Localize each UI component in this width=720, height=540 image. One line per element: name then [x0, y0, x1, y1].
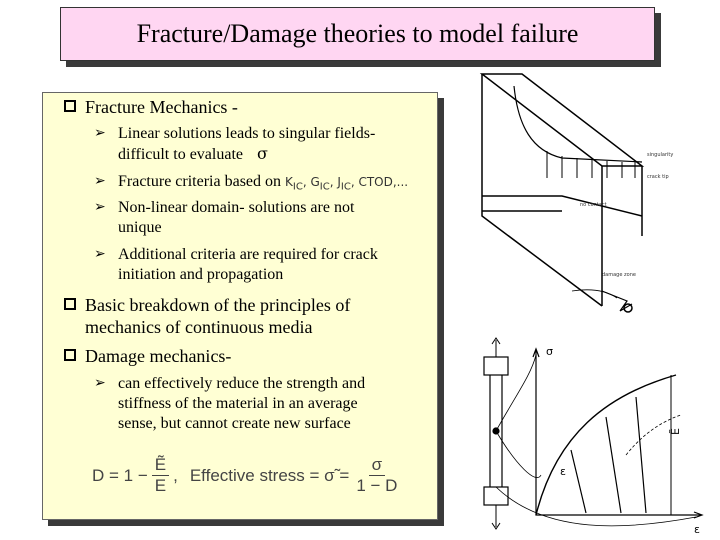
formula-effective-stress: Effective stress = σ̃ =: [189, 465, 350, 485]
sub-text-line: Non-linear domain- solutions are not: [118, 199, 355, 216]
bullet-basic-breakdown: Basic breakdown of the principles of mec…: [64, 294, 350, 338]
bullet-text-line: Basic breakdown of the principles of: [85, 295, 351, 315]
svg-text:damage zone: damage zone: [602, 272, 636, 278]
checkbox-bullet-icon: [64, 100, 78, 114]
sub-bullet-text: Linear solutions leads to singular field…: [118, 124, 375, 165]
sub-bullet-criteria: ➢ Fracture criteria based on KIC, GIC, J…: [94, 172, 408, 197]
bullet-damage-mechanics: Damage mechanics-: [64, 345, 231, 367]
bullet-fracture-mechanics: Fracture Mechanics -: [64, 96, 238, 118]
math-j: , J: [329, 175, 341, 189]
fraction-sigma: σ 1 − D: [353, 455, 400, 496]
sub-bullet-additional: ➢ Additional criteria are required for c…: [94, 245, 378, 285]
svg-text:no contact: no contact: [580, 202, 607, 208]
fraction-denominator: 1 − D: [356, 476, 398, 495]
math-g: , G: [302, 175, 320, 189]
math-sub: IC: [319, 181, 330, 193]
sigma-axis-label: σ: [546, 345, 553, 358]
formula-comma: ,: [173, 465, 178, 485]
bullet-text-line: mechanics of continuous media: [85, 317, 313, 337]
sub-bullet-text: can effectively reduce the strength and …: [118, 374, 365, 434]
sigma-symbol: σ: [257, 144, 268, 163]
arrow-bullet-icon: ➢: [94, 126, 106, 141]
fraction-numerator: Ẽ: [151, 455, 170, 476]
arrow-bullet-icon: ➢: [94, 376, 106, 391]
sub-text-line: Additional criteria are required for cra…: [118, 246, 378, 263]
slide-title: Fracture/Damage theories to model failur…: [60, 7, 655, 61]
checkbox-bullet-icon: [64, 298, 78, 312]
formula-lhs: D = 1 −: [92, 465, 148, 485]
bullet-text: Fracture Mechanics -: [85, 97, 238, 117]
fraction-denominator: E: [154, 476, 167, 495]
math-sub: IC: [340, 181, 351, 193]
e-tilde-label: Ẽ: [669, 428, 682, 435]
sub-bullet-text: Non-linear domain- solutions are not uni…: [118, 198, 354, 238]
bullet-text: Damage mechanics-: [85, 346, 232, 366]
svg-text:singularity: singularity: [647, 152, 673, 158]
epsilon-axis-label: ε: [694, 523, 700, 535]
fraction-e: Ẽ E: [151, 455, 170, 496]
sub-text-line: stiffness of the material in an average: [118, 395, 358, 412]
sub-text-line: Linear solutions leads to singular field…: [118, 125, 376, 142]
damage-formula: D = 1 − Ẽ E , Effective stress = σ̃ = σ …: [92, 455, 404, 496]
math-k: K: [285, 175, 293, 189]
arrow-bullet-icon: ➢: [94, 200, 106, 215]
sub-bullet-damage: ➢ can effectively reduce the strength an…: [94, 374, 365, 434]
epsilon-mid-label: ε: [560, 465, 566, 478]
sub-text-line: can effectively reduce the strength and: [118, 375, 366, 392]
sub-bullet-nonlinear: ➢ Non-linear domain- solutions are not u…: [94, 198, 354, 238]
sub-text-line: unique: [118, 219, 162, 236]
sub-text-line: initiation and propagation: [118, 266, 284, 283]
checkbox-bullet-icon: [64, 349, 78, 363]
svg-text:crack tip: crack tip: [647, 174, 669, 180]
sub-bullet-text: Additional criteria are required for cra…: [118, 245, 378, 285]
math-ctod: , CTOD,...: [350, 175, 409, 189]
math-sub: IC: [292, 181, 303, 193]
fraction-numerator: σ: [368, 455, 386, 476]
slide-title-text: Fracture/Damage theories to model failur…: [136, 19, 579, 48]
stress-strain-diagram: σ ε ε Ẽ: [483, 337, 704, 535]
sub-bullet-text: Fracture criteria based on KIC, GIC, JIC…: [118, 172, 408, 197]
arrow-bullet-icon: ➢: [94, 174, 106, 189]
arrow-bullet-icon: ➢: [94, 247, 106, 262]
content-panel: [42, 92, 438, 520]
sub-text-line: sense, but cannot create new surface: [118, 415, 351, 432]
bullet-text: Basic breakdown of the principles of mec…: [85, 294, 350, 338]
crack-specimen-diagram: singularity crack tip no contact damage …: [479, 73, 673, 313]
criteria-math: KIC, GIC, JIC, CTOD,...: [285, 175, 409, 193]
sub-text-line: difficult to evaluate: [118, 146, 243, 163]
sub-bullet-linear: ➢ Linear solutions leads to singular fie…: [94, 124, 375, 165]
sub-text-line: Fracture criteria based on: [118, 173, 282, 190]
